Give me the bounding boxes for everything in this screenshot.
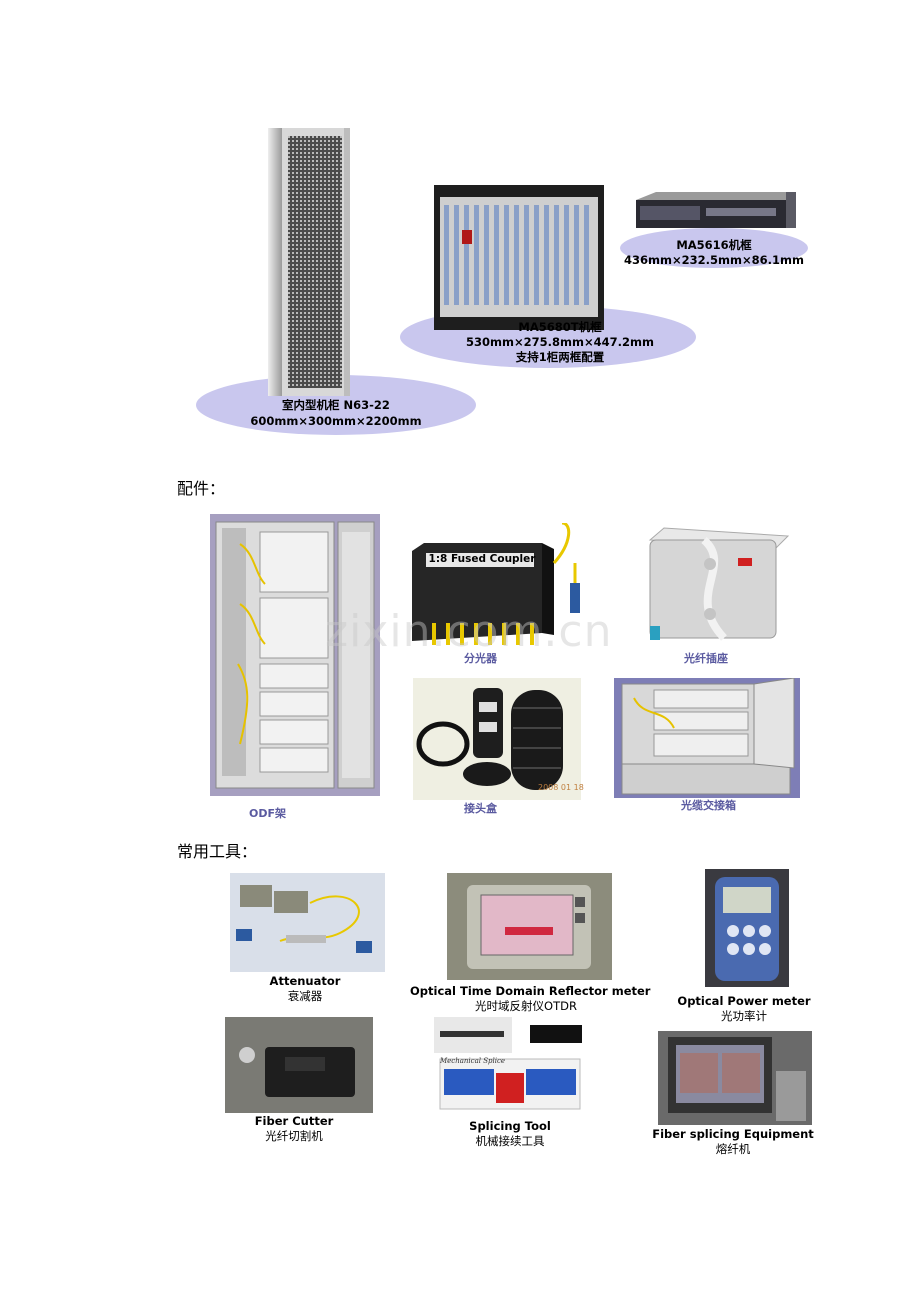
fiber-splicer-zh: 熔纤机 <box>715 1142 751 1156</box>
ma5616-title: MA5616机框 <box>676 238 752 252</box>
splicing-tool-zh: 机械接续工具 <box>475 1134 545 1148</box>
ma5616-label-ellipse <box>620 228 808 268</box>
power-meter-image <box>705 869 789 987</box>
joint-box-date: 2008 01 18 <box>538 783 584 792</box>
ma5616-dims: 436mm×232.5mm×86.1mm <box>624 253 804 267</box>
ma5680-dims: 530mm×275.8mm×447.2mm <box>466 335 654 349</box>
odf-label: ODF架 <box>249 807 286 820</box>
fiber-cutter-en: Fiber Cutter <box>254 1114 334 1128</box>
ma5680-note: 支持1柜两框配置 <box>515 350 605 364</box>
tools-heading: 常用工具： <box>177 842 258 861</box>
attenuator-zh: 衰减器 <box>287 989 323 1003</box>
splicing-tool-image <box>434 1017 586 1115</box>
ma5680-title: MA5680T机框 <box>518 320 602 334</box>
splitter-label: 分光器 <box>464 652 497 665</box>
n63-dims: 600mm×300mm×2200mm <box>250 414 422 428</box>
n63-cabinet-image <box>268 128 350 396</box>
joint-box-image <box>413 678 581 800</box>
joint-box-label: 接头盒 <box>464 802 497 815</box>
splicing-tool-en: Splicing Tool <box>469 1119 551 1133</box>
otdr-zh: 光时域反射仪OTDR <box>475 999 577 1013</box>
otdr-en: Optical Time Domain Reflector meter <box>410 984 651 998</box>
splitter-sticker: 1:8 Fused Coupler <box>428 553 536 565</box>
fiber-socket-label: 光纤插座 <box>684 652 728 665</box>
otdr-image <box>447 873 612 980</box>
power-meter-zh: 光功率计 <box>721 1009 767 1023</box>
splicing-tool-sticker: Mechanical Splice <box>440 1057 506 1065</box>
ma5680-frame-image <box>434 185 604 330</box>
attenuator-image <box>230 873 385 972</box>
fiber-splicer-image <box>658 1031 812 1125</box>
accessories-heading: 配件： <box>177 479 226 498</box>
fiber-cutter-image <box>225 1017 373 1113</box>
cross-box-image <box>614 678 800 798</box>
ma5616-frame-image <box>636 192 796 230</box>
odf-rack-image <box>210 514 380 796</box>
cross-box-label: 光缆交接箱 <box>681 799 736 812</box>
fiber-cutter-zh: 光纤切割机 <box>265 1129 323 1143</box>
power-meter-en: Optical Power meter <box>677 994 811 1008</box>
attenuator-en: Attenuator <box>269 974 341 988</box>
fiber-socket-image <box>644 526 790 644</box>
n63-title: 室内型机柜 N63-22 <box>282 398 390 412</box>
fiber-splicer-en: Fiber splicing Equipment <box>652 1127 814 1141</box>
splitter-image <box>412 523 588 647</box>
watermark: zixin.com.cn <box>325 606 613 657</box>
